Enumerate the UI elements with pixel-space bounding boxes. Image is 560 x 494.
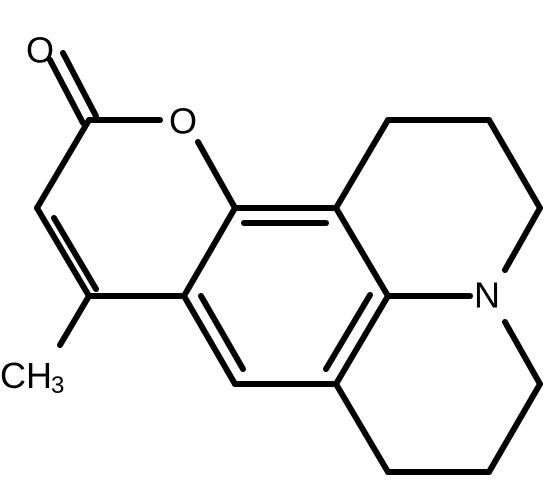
bond-c6-c7 [333, 293, 391, 387]
bond-c6-c7-inner [323, 292, 373, 372]
bond-group [34, 50, 543, 475]
bond-c7-c8 [333, 205, 391, 299]
bond-o1-c8a [195, 139, 238, 211]
bond-clo3-c6 [333, 381, 391, 475]
bond-c8a-c4a [181, 205, 238, 299]
methyl-label: CH 3 [0, 355, 64, 399]
bond-n-clo1 [502, 319, 543, 387]
bond-c3-c4-inner [51, 215, 99, 292]
methyl-carbon-text: CH [0, 355, 52, 396]
bond-c2-c3 [34, 117, 92, 211]
bond-c3-c4 [34, 205, 92, 299]
bond-c4a-c5 [181, 293, 238, 387]
bond-c4-methyl [57, 293, 92, 348]
methyl-subscript: 3 [51, 372, 64, 399]
bond-c4a-c5-inner [198, 293, 246, 372]
bond-cup2-cup3 [486, 117, 543, 211]
atom-carbonyl-oxygen: O [26, 30, 54, 71]
bond-carbonyl-double-2 [60, 50, 99, 119]
atom-ring-oxygen: O [169, 101, 197, 142]
atom-nitrogen: N [474, 275, 500, 316]
bond-carbonyl-double-1 [47, 57, 86, 126]
bond-cup3-n [502, 205, 543, 273]
bond-clo1-clo2 [486, 381, 543, 475]
bond-c8-cup1 [333, 117, 391, 211]
